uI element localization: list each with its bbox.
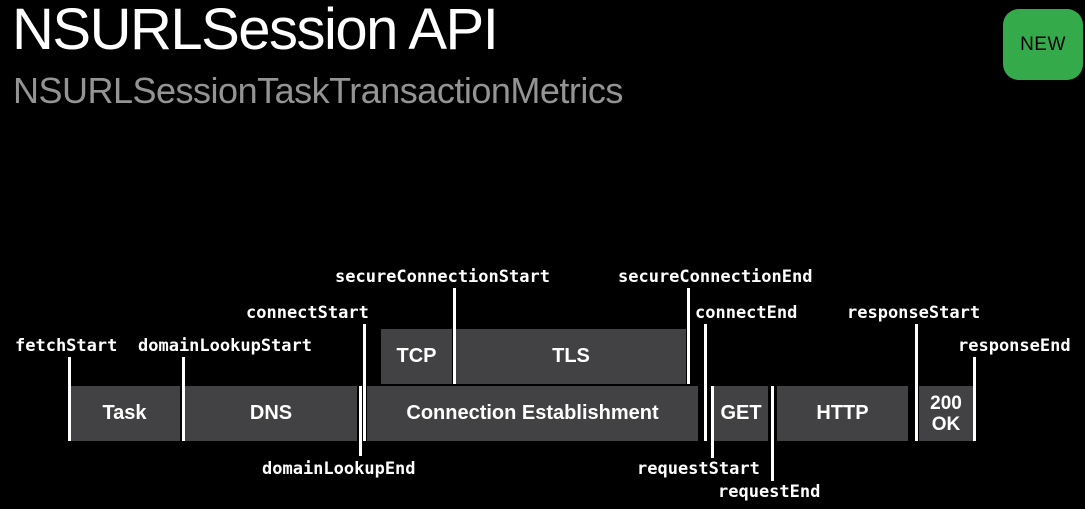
segment-200-ok-label-line1: 200 xyxy=(930,392,962,414)
tick-responseend xyxy=(973,357,976,441)
tick-secureconnectionstart xyxy=(453,288,456,384)
tick-requeststart xyxy=(711,386,714,458)
event-label-requeststart: requestStart xyxy=(637,459,760,479)
event-label-domainlookupend: domainLookupEnd xyxy=(262,459,416,479)
event-label-connectstart: connectStart xyxy=(246,303,369,323)
segment-200-ok: 200 OK xyxy=(919,386,973,441)
tick-domainlookupstart xyxy=(182,357,185,441)
event-label-requestend: requestEnd xyxy=(718,482,821,502)
segment-task-label: Task xyxy=(102,402,147,424)
segment-tls: TLS xyxy=(456,329,686,384)
page-title: NSURLSession API xyxy=(12,0,499,62)
event-label-responsestart: responseStart xyxy=(847,303,981,323)
segment-tls-label: TLS xyxy=(552,345,590,367)
segment-connection-establishment: Connection Establishment xyxy=(367,386,698,441)
tick-responsestart xyxy=(915,324,918,441)
tick-connectstart xyxy=(363,324,366,441)
new-badge: NEW xyxy=(1003,9,1083,80)
segment-dns-label: DNS xyxy=(249,402,293,424)
segment-get-label: GET xyxy=(720,402,762,424)
tick-domainlookupend xyxy=(359,386,362,456)
tick-fetchstart xyxy=(68,357,71,441)
event-label-responseend: responseEnd xyxy=(958,336,1071,356)
page-subtitle: NSURLSessionTaskTransactionMetrics xyxy=(13,70,623,111)
segment-tcp-label: TCP xyxy=(396,345,437,367)
tick-requestend xyxy=(771,386,774,481)
tick-secureconnectionend xyxy=(687,288,690,384)
segment-tcp: TCP xyxy=(381,329,452,384)
segment-dns: DNS xyxy=(185,386,357,441)
segment-200-ok-label-line2: OK xyxy=(931,413,961,435)
tick-connectend xyxy=(704,324,707,441)
segment-http-label: HTTP xyxy=(816,402,869,424)
event-label-domainlookupstart: domainLookupStart xyxy=(138,336,312,356)
segment-connection-establishment-label: Connection Establishment xyxy=(406,402,659,424)
segment-http: HTTP xyxy=(777,386,908,441)
segment-get: GET xyxy=(714,386,768,441)
event-label-fetchstart: fetchStart xyxy=(15,336,118,356)
event-label-connectend: connectEnd xyxy=(695,303,798,323)
event-label-secureconnectionend: secureConnectionEnd xyxy=(618,267,813,287)
event-label-secureconnectionstart: secureConnectionStart xyxy=(335,267,550,287)
segment-task: Task xyxy=(69,386,180,441)
